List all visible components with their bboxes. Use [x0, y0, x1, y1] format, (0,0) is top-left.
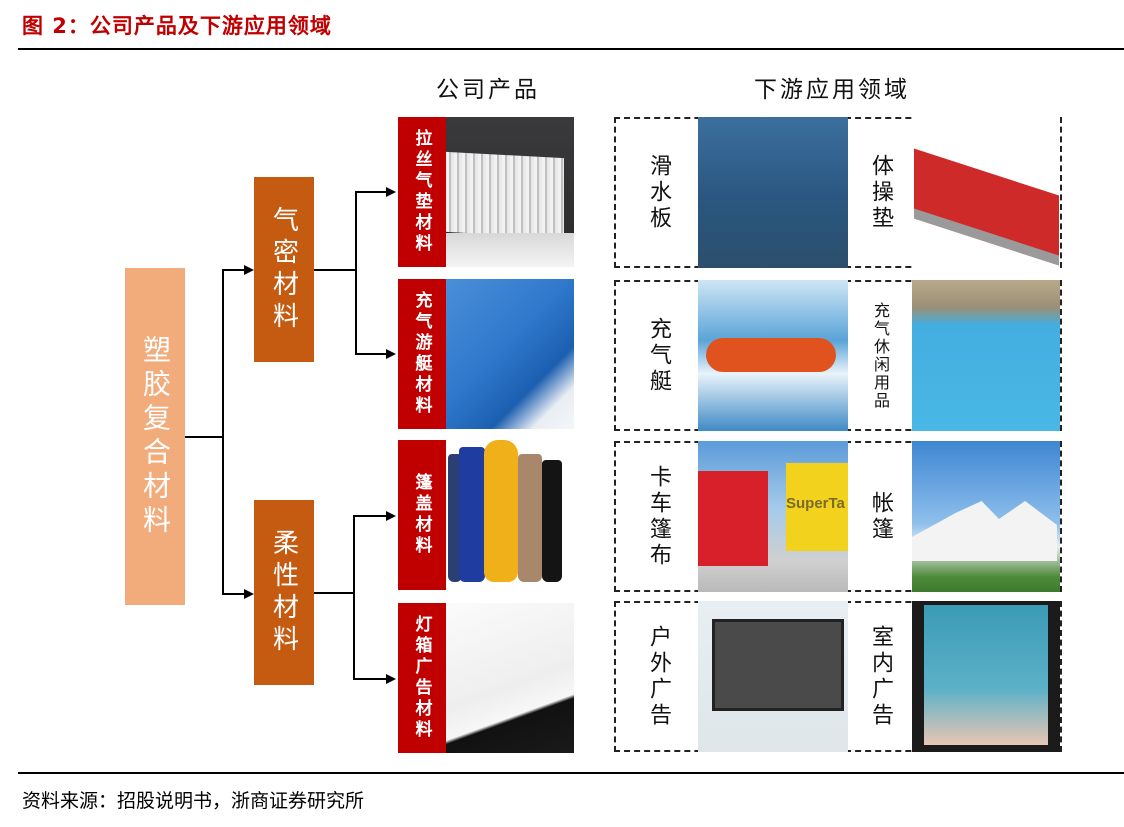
product-tag: 篷盖材料 — [398, 440, 446, 590]
application-label: 体操垫 — [852, 119, 908, 266]
product-tag: 灯箱广告材料 — [398, 603, 446, 753]
tarpaulin-rolls-image — [446, 440, 574, 590]
product-drop-stitch: 拉丝气垫材料 — [398, 117, 574, 267]
billboard-panel-shape — [712, 619, 844, 711]
application-label: 滑水板 — [630, 119, 686, 266]
products-header: 公司产品 — [436, 77, 540, 103]
product-label: 拉丝气垫材料 — [411, 129, 432, 255]
tent-image — [912, 441, 1060, 592]
drop-stitch-fabric-image — [446, 117, 574, 267]
bottom-rule — [18, 772, 1124, 774]
product-label: 灯箱广告材料 — [411, 615, 432, 741]
connector-to-product-4 — [353, 678, 387, 680]
truck-cab-shape — [698, 471, 768, 566]
label-text: 户外广告 — [646, 624, 671, 729]
arrow-to-flexible-icon — [244, 589, 254, 599]
connector-root-vertical — [222, 269, 224, 594]
roll-shape — [542, 460, 562, 582]
label-text: 滑水板 — [646, 153, 671, 232]
connector-to-airtight — [222, 269, 246, 271]
connector-root — [185, 436, 223, 438]
blue-fabric-image — [446, 279, 574, 429]
application-row-1: 滑水板 体操垫 — [614, 117, 1062, 268]
connector-flexible — [314, 592, 354, 594]
application-row-4: 户外广告 室内广告 — [614, 601, 1062, 752]
connector-flexible-vertical — [353, 515, 355, 679]
arrow-icon — [386, 511, 396, 521]
top-rule — [18, 48, 1124, 50]
application-label: 充气休闲用品 — [852, 282, 908, 429]
connector-airtight-vertical — [355, 191, 357, 354]
label-text: 体操垫 — [868, 153, 893, 232]
product-tag: 拉丝气垫材料 — [398, 117, 446, 267]
truck-trailer-text: SuperTa — [786, 463, 848, 551]
application-label: 卡车篷布 — [630, 443, 686, 590]
arrow-icon — [386, 349, 396, 359]
arrow-to-airtight-icon — [244, 265, 254, 275]
application-label: 充气艇 — [630, 282, 686, 429]
arrow-icon — [386, 674, 396, 684]
category-label: 柔性材料 — [268, 528, 299, 657]
paddle-board-image — [698, 117, 848, 268]
product-label: 篷盖材料 — [411, 473, 432, 557]
product-inflatable-boat: 充气游艇材料 — [398, 279, 574, 429]
figure-title: 图 2：公司产品及下游应用领域 — [22, 14, 332, 38]
truck-image: SuperTa — [698, 441, 848, 592]
connector-airtight — [314, 269, 356, 271]
label-text: 室内广告 — [868, 624, 893, 729]
applications-header: 下游应用领域 — [754, 77, 910, 103]
application-row-3: 卡车篷布 SuperTa 帐篷 — [614, 441, 1062, 592]
inflatable-boat-image — [698, 280, 848, 431]
indoor-ad-image — [912, 601, 1060, 752]
product-tarpaulin: 篷盖材料 — [398, 440, 574, 590]
roll-shape — [518, 454, 542, 582]
source-note: 资料来源：招股说明书，浙商证券研究所 — [22, 790, 365, 812]
root-node-plastic-composite: 塑胶复合材料 — [125, 268, 185, 605]
label-text: 卡车篷布 — [646, 464, 671, 569]
application-label: 室内广告 — [852, 603, 908, 750]
connector-to-product-2 — [355, 353, 387, 355]
roll-shape — [484, 440, 518, 582]
product-tag: 充气游艇材料 — [398, 279, 446, 429]
root-node-label: 塑胶复合材料 — [139, 334, 172, 539]
label-text: 帐篷 — [868, 490, 893, 543]
connector-to-flexible — [222, 593, 246, 595]
billboard-image — [698, 601, 848, 752]
product-lightbox: 灯箱广告材料 — [398, 603, 574, 753]
red-mat-shape — [914, 148, 1059, 266]
category-node-airtight: 气密材料 — [254, 177, 314, 362]
connector-to-product-3 — [353, 515, 387, 517]
label-text: 充气休闲用品 — [871, 301, 890, 410]
roll-shape — [459, 447, 485, 582]
label-text: 充气艇 — [646, 316, 671, 395]
category-node-flexible: 柔性材料 — [254, 500, 314, 685]
gymnastics-mat-image — [912, 117, 1060, 268]
white-fabric-image — [446, 603, 574, 753]
application-row-2: 充气艇 充气休闲用品 — [614, 280, 1062, 431]
application-label: 帐篷 — [852, 443, 908, 590]
arrow-icon — [386, 187, 396, 197]
application-label: 户外广告 — [630, 603, 686, 750]
lightbox-panel-shape — [924, 605, 1048, 745]
connector-to-product-1 — [355, 191, 387, 193]
category-label: 气密材料 — [268, 205, 299, 334]
roll-shape — [448, 454, 462, 582]
product-label: 充气游艇材料 — [411, 291, 432, 417]
boat-shape — [706, 338, 836, 372]
tent-shape — [912, 501, 1057, 561]
water-park-image — [912, 280, 1060, 431]
